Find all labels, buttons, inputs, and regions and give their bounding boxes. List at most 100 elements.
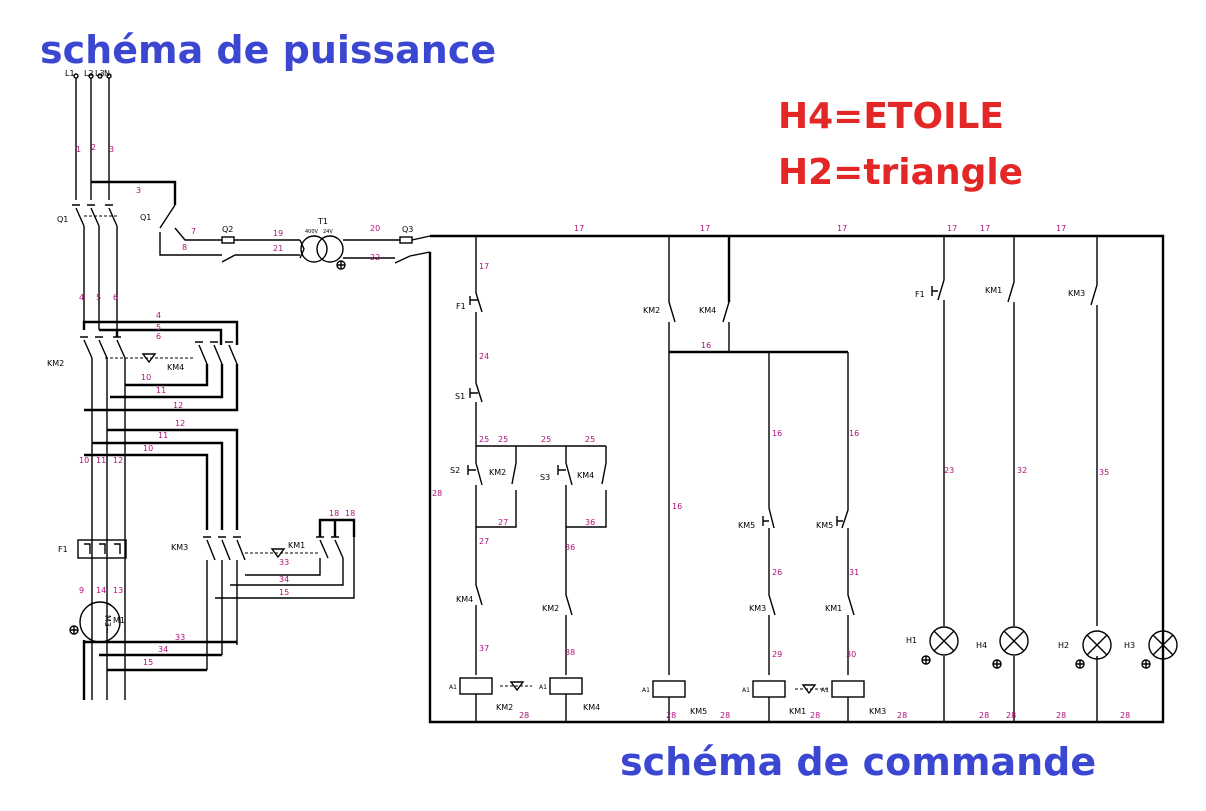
km2-label: KM2 [47, 359, 64, 368]
q1-label: Q1 [57, 215, 68, 224]
control-circuit: F1 S1 S2 KM2 KM4 A1 KM2 S3 KM4 KM2 [428, 224, 1178, 724]
km3-nc-label: KM3 [749, 604, 766, 613]
svg-text:17: 17 [980, 224, 990, 233]
wires-33-34-15 [206, 537, 355, 670]
q3-label: Q3 [402, 225, 413, 234]
q3-fuse [399, 236, 413, 244]
svg-text:28: 28 [519, 711, 529, 720]
km5-a-label: KM5 [738, 521, 755, 530]
svg-text:17: 17 [479, 262, 489, 271]
terminal-label: L3 [95, 69, 105, 78]
q1-breaker: Q1 [57, 204, 118, 227]
svg-text:38: 38 [565, 648, 575, 657]
svg-text:12: 12 [113, 456, 123, 465]
svg-text:28: 28 [432, 489, 442, 498]
svg-text:33: 33 [279, 558, 289, 567]
svg-text:34: 34 [158, 645, 168, 654]
lamp-h4-icon [999, 626, 1029, 656]
svg-text:12: 12 [173, 401, 183, 410]
svg-text:15: 15 [279, 588, 289, 597]
coil-km4-label: KM4 [583, 703, 600, 712]
coil-km3-label: KM3 [869, 707, 886, 716]
svg-text:10: 10 [79, 456, 89, 465]
svg-text:17: 17 [574, 224, 584, 233]
svg-text:23: 23 [944, 466, 954, 475]
svg-text:11: 11 [158, 431, 168, 440]
lamp-h2-icon [1082, 630, 1112, 660]
lamp-h2-label: H2 [1058, 641, 1069, 650]
supply-wires [75, 78, 110, 200]
terminal-label: N [104, 69, 110, 78]
svg-text:10: 10 [141, 373, 151, 382]
svg-text:17: 17 [947, 224, 957, 233]
note-h4-star: H4=ETOILE [778, 96, 1005, 137]
svg-text:28: 28 [810, 711, 820, 720]
s1-label: S1 [455, 392, 465, 401]
interlock-icon [509, 681, 525, 692]
transformer-secondary [316, 235, 344, 263]
km4-hold-label: KM4 [577, 471, 594, 480]
svg-text:8: 8 [182, 243, 187, 252]
km1-interlock-label: KM1 [288, 541, 305, 550]
svg-text:1: 1 [76, 145, 81, 154]
interlock-icon [801, 684, 817, 695]
svg-text:10: 10 [143, 444, 153, 453]
svg-text:24: 24 [479, 352, 489, 361]
s2-label: S2 [450, 466, 460, 475]
svg-text:5: 5 [96, 293, 101, 302]
km1-lamp-label: KM1 [985, 286, 1002, 295]
svg-text:35: 35 [1099, 468, 1109, 477]
control-wire-numbers: 17 17 17 17 17 17 17 24 25 25 25 25 27 2… [432, 224, 1130, 720]
transformer-primary [300, 235, 328, 263]
motor-feed-bus [82, 640, 237, 700]
svg-text:25: 25 [498, 435, 508, 444]
lamp-h4-label: H4 [976, 641, 987, 650]
svg-text:28: 28 [666, 711, 676, 720]
branch-km4: S3 KM4 KM2 A1 KM4 [539, 446, 607, 722]
svg-text:19: 19 [273, 229, 283, 238]
motor-label: M1 [113, 616, 125, 625]
ground-symbols [921, 655, 1151, 669]
svg-text:4: 4 [79, 293, 84, 302]
km2-contactor: KM2 KM4 [47, 336, 238, 372]
coil-km1-label: KM1 [789, 707, 806, 716]
svg-text:28: 28 [979, 711, 989, 720]
q2-label: Q2 [222, 225, 233, 234]
svg-text:28: 28 [1006, 711, 1016, 720]
svg-text:17: 17 [837, 224, 847, 233]
svg-text:28: 28 [897, 711, 907, 720]
interlock-icon [141, 353, 157, 364]
svg-text:29: 29 [772, 650, 782, 659]
control-diagram-title: schéma de commande [620, 740, 1097, 784]
svg-text:16: 16 [772, 429, 782, 438]
svg-text:18: 18 [329, 509, 339, 518]
coil-km5-label: KM5 [690, 707, 707, 716]
coil-km4 [549, 677, 583, 695]
svg-text:A1: A1 [539, 684, 547, 691]
svg-text:A1: A1 [642, 687, 650, 694]
terminal-l3 [97, 73, 103, 79]
svg-text:A1: A1 [449, 684, 457, 691]
control-supply: Q1 Q2 T1 400V 24V Q3 [140, 204, 431, 270]
svg-text:9: 9 [79, 586, 84, 595]
power-wire-numbers: 1 2 3 3 7 8 19 21 20 22 4 5 6 4 5 6 10 1… [76, 143, 380, 667]
svg-text:2: 2 [91, 143, 96, 152]
svg-text:13: 13 [113, 586, 123, 595]
svg-text:21: 21 [273, 244, 283, 253]
svg-text:11: 11 [156, 386, 166, 395]
svg-text:17: 17 [1056, 224, 1066, 233]
svg-text:12: 12 [175, 419, 185, 428]
svg-text:22: 22 [370, 253, 380, 262]
motor-symbol: M3~ [103, 615, 112, 634]
lamp-h3-icon [1148, 630, 1178, 660]
svg-text:30: 30 [846, 650, 856, 659]
km2-nc-label: KM2 [542, 604, 559, 613]
svg-text:34: 34 [279, 575, 289, 584]
note-h2-delta: H2=triangle [778, 152, 1024, 193]
svg-text:6: 6 [113, 293, 118, 302]
wire-3-bus [91, 180, 177, 205]
f1-nc-label: F1 [456, 302, 466, 311]
svg-text:4: 4 [156, 311, 161, 320]
svg-text:33: 33 [175, 633, 185, 642]
svg-text:27: 27 [498, 518, 508, 527]
